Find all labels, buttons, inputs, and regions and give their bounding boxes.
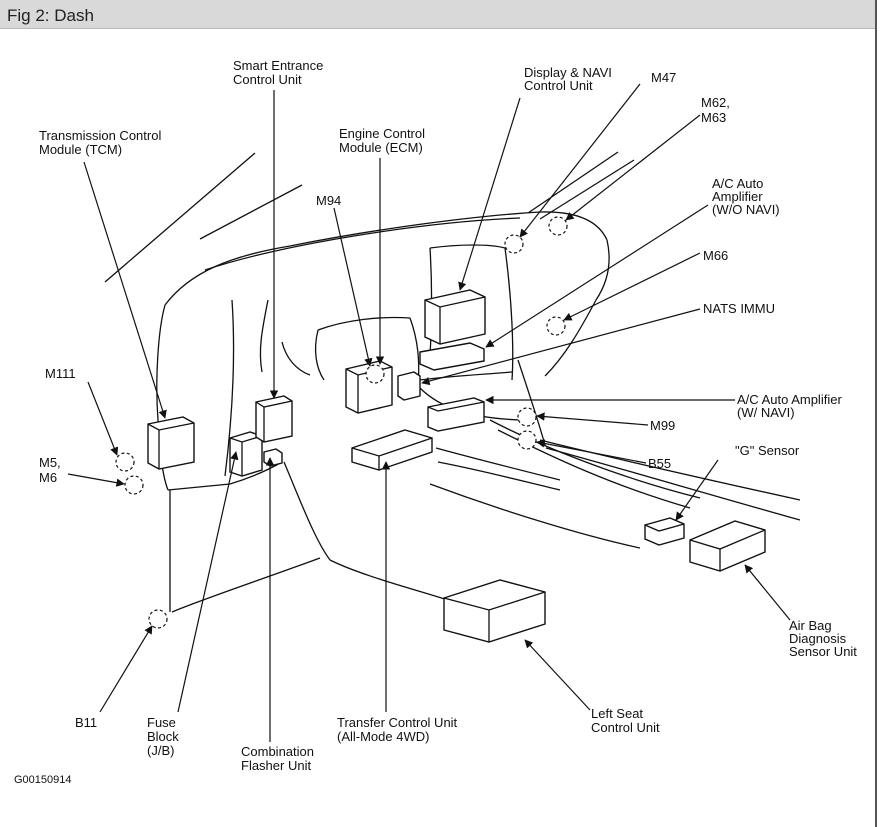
airbag-sensor-unit [689,520,766,572]
transfer-control-unit [351,429,433,471]
left-seat-control-unit [443,579,546,643]
label-m99: M99 [650,418,675,433]
display-navi-unit [424,289,486,345]
leader-lines [67,83,791,742]
fuse-block [229,431,263,477]
dashboard-outline [104,151,801,613]
ac-amp-wo-navi-unit [419,342,485,371]
connector-b55 [517,430,537,450]
connectors [115,216,568,629]
smart-entrance-unit [255,395,293,443]
figure-header: Fig 2: Dash [0,0,875,29]
label-ac-auto-w-navi: A/C Auto Amplifier(W/ NAVI) [737,392,842,420]
g-sensor-unit [644,517,685,546]
label-m62-m63: M62,M63 [701,95,730,125]
components [147,289,766,643]
figure-code: G00150914 [14,774,72,786]
label-g-sensor: "G" Sensor [735,443,800,458]
ac-amp-w-navi-unit [427,397,485,432]
label-b11: B11 [75,715,97,730]
tcm-unit [147,416,195,470]
connector-m94 [365,364,385,384]
figure-title: Fig 2: Dash [7,6,94,25]
frame-edge [875,0,877,827]
label-m5-m6: M5,M6 [39,455,61,485]
label-b55: B55 [648,456,671,471]
connector-m62-m63 [548,216,568,236]
connector-m5-m6 [124,475,144,495]
label-m66: M66 [703,248,728,263]
label-m111: M111 [45,366,76,381]
connector-m47 [504,234,524,254]
connector-b11 [148,609,168,629]
combination-flasher-unit [263,448,283,467]
label-transfer: Transfer Control Unit(All-Mode 4WD) [337,715,458,744]
nats-immu-unit [397,371,421,401]
label-m47: M47 [651,70,676,85]
connector-m66 [546,316,566,336]
connector-m111 [115,452,135,472]
label-m94: M94 [316,193,341,208]
connector-m99 [517,407,537,427]
label-nats-immu: NATS IMMU [703,301,775,316]
